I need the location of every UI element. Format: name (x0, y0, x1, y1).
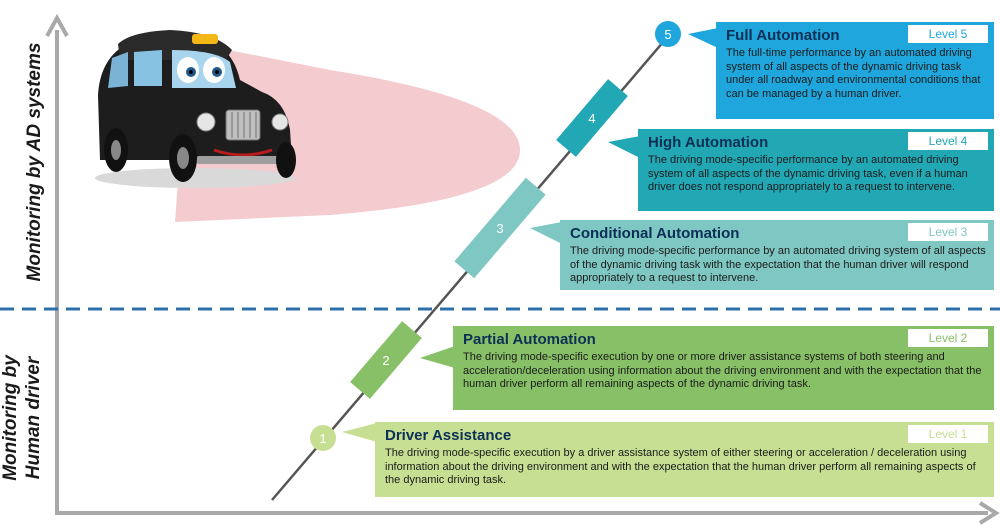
level3-badge: Level 3 (908, 223, 988, 241)
level3-title: Conditional Automation (570, 225, 740, 242)
step-marker-3: 3 (454, 177, 546, 279)
level4-description: The driving mode-specific performance by… (648, 154, 968, 194)
level5-description: The full-time performance by an automate… (726, 47, 981, 100)
level1-title: Driver Assistance (385, 427, 512, 444)
svg-text:3: 3 (496, 221, 503, 236)
pointer-level2 (420, 346, 455, 368)
lower-axis-label-line2: Human driver (23, 356, 44, 480)
pointer-level5 (688, 28, 718, 48)
level3-box: Conditional Automation Level 3 The drivi… (560, 220, 994, 290)
level2-title: Partial Automation (463, 331, 596, 348)
level3-description: The driving mode-specific performance by… (570, 245, 986, 285)
level1-badge: Level 1 (908, 425, 988, 443)
level4-title: High Automation (648, 134, 769, 151)
step-marker-5: 5 (655, 21, 681, 47)
lower-axis-label-line1: Monitoring by (0, 355, 21, 481)
svg-text:1: 1 (319, 431, 326, 446)
pointer-level1 (342, 423, 377, 442)
vertical-axis-arrowhead (45, 13, 69, 37)
pointer-level3 (530, 222, 562, 244)
svg-text:5: 5 (664, 27, 671, 42)
level5-title: Full Automation (726, 27, 840, 44)
level2-box: Partial Automation Level 2 The driving m… (453, 326, 994, 410)
svg-text:2: 2 (382, 353, 389, 368)
level2-description: The driving mode-specific execution by o… (463, 351, 982, 391)
level5-badge: Level 5 (908, 25, 988, 43)
level4-box: High Automation Level 4 The driving mode… (638, 129, 994, 211)
level1-description: The driving mode-specific execution by a… (385, 447, 976, 487)
horizontal-axis-arrowhead (978, 501, 1000, 525)
svg-text:4: 4 (588, 111, 595, 126)
lower-axis-label: Monitoring by Human driver (0, 318, 45, 518)
level1-box: Driver Assistance Level 1 The driving mo… (375, 422, 994, 497)
step-marker-2: 2 (350, 321, 422, 399)
black-taxi-icon (95, 30, 296, 188)
step-marker-4: 4 (556, 79, 628, 157)
level2-badge: Level 2 (908, 329, 988, 347)
level4-badge: Level 4 (908, 132, 988, 150)
pointer-level4 (608, 136, 640, 158)
level5-box: Full Automation Level 5 The full-time pe… (716, 22, 994, 119)
upper-axis-label: Monitoring by AD systems (24, 42, 45, 282)
step-marker-1: 1 (310, 425, 336, 451)
